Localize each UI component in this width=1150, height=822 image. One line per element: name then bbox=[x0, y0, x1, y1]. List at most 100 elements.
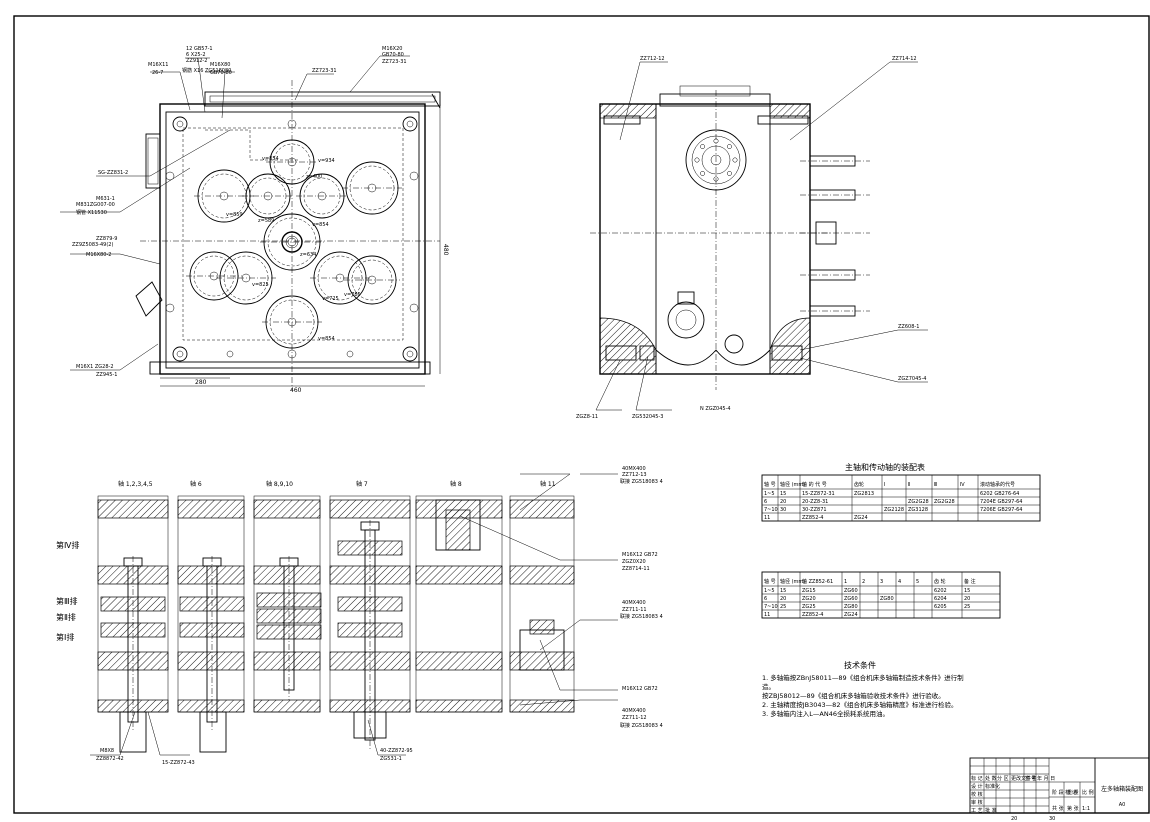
callout-label: ZZ912-2 bbox=[186, 58, 207, 64]
callout-label: GB70-80 bbox=[382, 52, 404, 58]
table-header: 齿 轮 bbox=[934, 578, 946, 585]
table-cell: ZG24 bbox=[854, 515, 868, 521]
gear-label: v=854 bbox=[262, 156, 279, 162]
table-cell: 25 bbox=[964, 604, 970, 610]
table-header: 轴 的 代 号 bbox=[802, 481, 827, 488]
table-cell: 11 bbox=[764, 515, 770, 521]
title-block: 左多轴箱装配图 A0 标 记处 数分 区更改文件号签 名年 月 日设 计标准化校… bbox=[969, 757, 1150, 822]
table-cell: 1~5 bbox=[764, 491, 775, 497]
title-block-cell: 批 准 bbox=[985, 807, 997, 814]
table-cell: 30-ZZ871 bbox=[802, 507, 827, 513]
column-label: 轴 1,2,3,4,5 bbox=[118, 480, 153, 488]
table-cell: 15-ZZ872-31 bbox=[802, 491, 835, 497]
callout-label: M16X12 GB72 bbox=[622, 552, 658, 558]
callout-label: 6 X25-2 bbox=[186, 52, 206, 58]
title-block-cell: 标 记 bbox=[971, 775, 983, 782]
table-header: 4 bbox=[898, 579, 901, 585]
table-cell: ZG15 bbox=[802, 588, 816, 594]
column-label: 轴 7 bbox=[356, 480, 368, 488]
table-cell: 15 bbox=[964, 588, 970, 594]
table-header: 1 bbox=[844, 579, 847, 585]
table-cell: 30 bbox=[780, 507, 786, 513]
callout-label: ZZ945-1 bbox=[96, 372, 117, 378]
callout-label: ZZ8872-42 bbox=[96, 756, 124, 762]
table-cell: ZG60 bbox=[844, 588, 858, 594]
table-header: 5 bbox=[916, 579, 919, 585]
table-cell: 6205 bbox=[934, 604, 947, 610]
title-block-cell: 20 bbox=[1011, 816, 1017, 822]
table-cell: 15 bbox=[780, 491, 786, 497]
table-cell: 7~10 bbox=[764, 507, 778, 513]
gear-label: v=859 bbox=[226, 212, 243, 218]
table-cell: 20 bbox=[964, 596, 970, 602]
callout-label: M16X12 GB72 bbox=[622, 686, 658, 692]
table-cell: ZG60 bbox=[844, 596, 858, 602]
title-block-cell: 工 艺 bbox=[971, 808, 983, 814]
title-block-cell: 第 张 bbox=[1067, 805, 1079, 812]
assembly-table-title: 主轴和传动轴的装配表 bbox=[845, 462, 925, 472]
gear-label: z=589 bbox=[258, 218, 274, 224]
column-label: 轴 11 bbox=[540, 480, 556, 488]
callout-label: ZGZ8-11 bbox=[576, 414, 598, 420]
oil-pump bbox=[667, 301, 705, 339]
callout-label: 40MX400 bbox=[622, 708, 646, 714]
table-header: 轴径 (mm) bbox=[780, 578, 805, 585]
callout-label: 联接 ZG518083 4 bbox=[620, 613, 663, 620]
table-header: 备 注 bbox=[964, 578, 976, 585]
title-block-cell: 处 数 bbox=[985, 775, 997, 782]
dim-half: 280 bbox=[195, 379, 207, 386]
table-cell: 6202 bbox=[934, 588, 947, 594]
callout-label: 15-ZZ872-43 bbox=[162, 760, 195, 766]
callout-label: ZGZ0X20 bbox=[622, 559, 646, 565]
bolt-holes bbox=[165, 116, 419, 362]
front-view: v=934v=854z=400v=859z=589z=634v=825v=725… bbox=[60, 46, 449, 394]
gear-label: z=634 bbox=[300, 252, 316, 258]
table-header: Ⅱ bbox=[908, 482, 910, 488]
table-cell: 7~10 bbox=[764, 604, 778, 610]
table-cell: ZZ852-4 bbox=[802, 612, 823, 618]
table-cell: 7206E GB297-64 bbox=[980, 507, 1023, 513]
tech-line: 按ZBJ58012—89《组合机床多轴箱验收技术条件》进行验收。 bbox=[762, 691, 945, 700]
callout-label: 40MX400 bbox=[622, 600, 646, 606]
oil-drain-plug bbox=[135, 281, 163, 317]
gear-label: z=400 bbox=[306, 174, 322, 180]
callout-label: 12 GB57-1 bbox=[186, 46, 213, 52]
callout-label: ZGZ7045-4 bbox=[898, 376, 926, 382]
callout-label: ZZ714-12 bbox=[892, 56, 917, 62]
callout-label: 40MX400 bbox=[622, 466, 646, 472]
callout-label: ZZ879-9 bbox=[96, 236, 117, 242]
tech-title: 技术条件 bbox=[844, 660, 876, 670]
table-header: 滚动轴承的代号 bbox=[980, 481, 1015, 488]
table-cell: 6 bbox=[764, 596, 767, 602]
table-cell: ZG2813 bbox=[854, 491, 874, 497]
callout-label: M16X11 bbox=[148, 62, 168, 68]
table-cell: ZG2G28 bbox=[908, 499, 929, 505]
front-view-housing bbox=[159, 103, 426, 375]
table-cell: 6204 bbox=[934, 596, 947, 602]
gear-label: v=854 bbox=[318, 336, 335, 342]
table-cell: 1~5 bbox=[764, 588, 775, 594]
table-header: Ⅰ bbox=[884, 482, 885, 488]
table-header: 轴 号 bbox=[764, 578, 776, 585]
title-block-cell: 标准化 bbox=[985, 783, 1000, 790]
tech-line: 3. 多轴箱内注入L—AN46全损耗系统用油。 bbox=[762, 709, 889, 718]
callout-label: ZZ723-31 bbox=[312, 68, 337, 74]
title-block-cell: 阶 段 标 记 bbox=[1052, 789, 1077, 796]
gear-label: v=785 bbox=[344, 292, 361, 298]
table-cell: 25 bbox=[780, 604, 786, 610]
side-view-housing bbox=[599, 103, 811, 375]
title-block-cell: 共 张 bbox=[1052, 805, 1064, 812]
callout-label: 26-7 bbox=[152, 70, 163, 76]
table-cell: 6 bbox=[764, 499, 767, 505]
callout-label: ZZ711-11 bbox=[622, 607, 647, 613]
column-label: 轴 6 bbox=[190, 480, 202, 488]
tech-line: 1. 多轴箱按ZBnJ58011—89《组合机床多轴箱制造技术条件》进行制 bbox=[762, 673, 964, 682]
table-cell: ZG20 bbox=[802, 596, 816, 602]
table-cell: ZG80 bbox=[880, 596, 894, 602]
table-cell: ZZ852-4 bbox=[802, 515, 823, 521]
table-header: Ⅲ bbox=[934, 482, 937, 488]
title-block-cell: 年 月 日 bbox=[1037, 775, 1055, 782]
